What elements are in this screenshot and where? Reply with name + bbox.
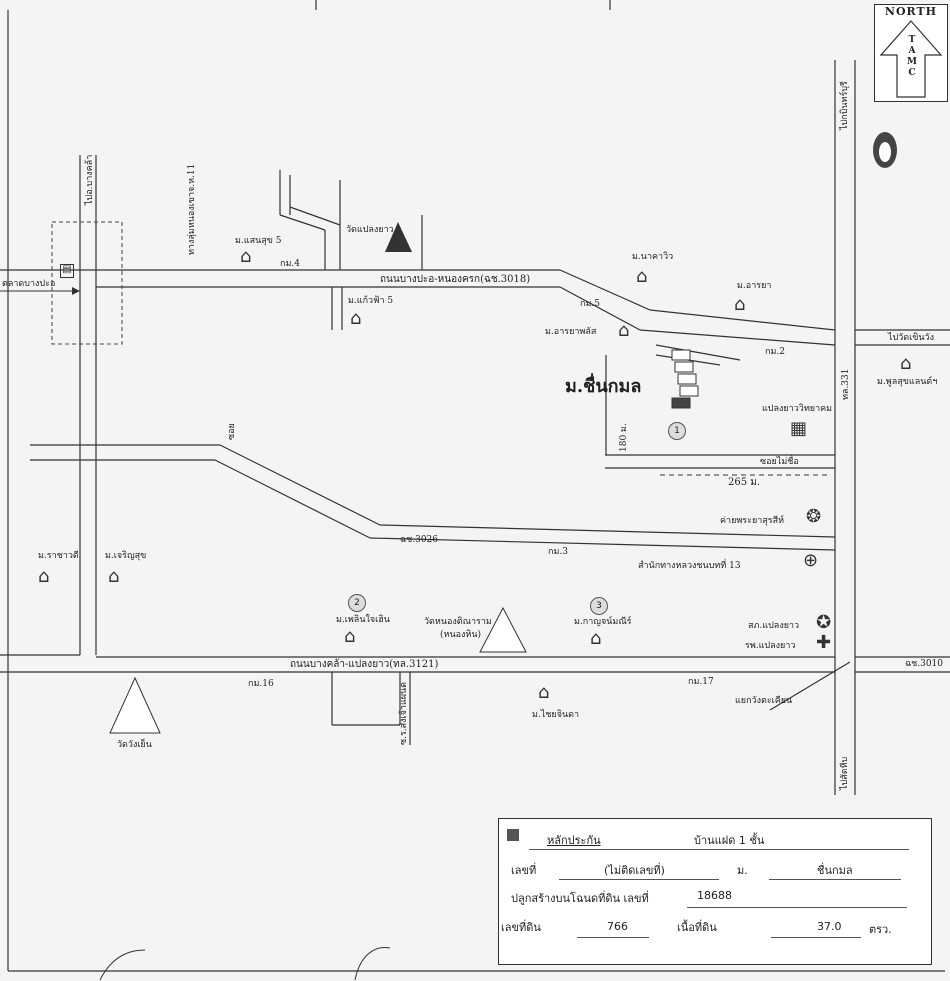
km-marker: กม.3	[548, 547, 568, 557]
target-title: ม.ชื่นกมล	[565, 376, 642, 397]
house-icon: ⌂	[38, 566, 50, 587]
target-marker-1: 1	[668, 422, 686, 440]
marker-3: 3	[590, 597, 608, 615]
info-land-no-label: เลขที่ดิน	[501, 921, 541, 934]
road-label-lane-north: ทางลุ่มหนองเขาจ.ห.11	[187, 163, 197, 255]
pagoda-icon	[109, 676, 161, 734]
compass-letters: T A M C	[907, 35, 917, 78]
office-icon: ⊕	[803, 550, 819, 571]
place-m-kaew: ม.แก้วฟ้า 5	[348, 296, 394, 306]
road-label-main-north: ถนนบางปะอ-หนองครก(ฉช.3018)	[380, 274, 531, 285]
camp-icon: ❂	[806, 506, 822, 527]
place-m-sanuk: ม.แสนสุข 5	[235, 236, 282, 246]
place-m-kanyapha: ม.กาญจน์มณีร์	[574, 617, 632, 627]
place-camp: ค่ายพระยาสุรสีห์	[720, 516, 785, 526]
place-wat-sang: วัดวังเย็น	[117, 740, 152, 750]
road-label-soi: ซอยไม่ชื่อ	[760, 457, 799, 467]
place-m-phloen: ม.เพลินใจเฮิน	[336, 615, 390, 625]
house-icon: ⌂	[240, 246, 252, 267]
info-deed-label: ปลูกสร้างบนโฉนดที่ดิน เลขที่	[511, 892, 649, 905]
info-collateral-label: หลักประกัน	[547, 834, 601, 847]
km-marker: กม.16	[248, 679, 274, 689]
place-wat-nong-sub: (หนองหิน)	[440, 630, 481, 640]
direction-phanom: ไปกบินทร์บุรี	[840, 81, 850, 130]
place-m-rachan: ม.ราชาวดี	[38, 551, 79, 561]
house-icon: ⌂	[344, 626, 356, 647]
direction-market: ตลาดบางปะอ	[2, 279, 56, 289]
hospital-cross-icon: ✚	[816, 632, 832, 653]
place-nakhon: แยกวังตะเคียน	[735, 696, 793, 706]
road-label-middle: ฉช.3026	[400, 535, 439, 545]
north-compass: NORTH T A M C	[874, 4, 948, 102]
school-building-icon: ▦	[790, 418, 808, 439]
north-arrow-icon	[879, 20, 943, 98]
place-m-arya: ม.อารยา	[737, 281, 772, 291]
pagoda-icon	[479, 606, 527, 653]
house-icon: ⌂	[734, 294, 746, 315]
direction-south: ไปสัตหีบ	[840, 756, 850, 790]
house-icon: ⌂	[590, 628, 602, 649]
km-marker: กม.17	[688, 677, 714, 687]
house-icon: ⌂	[618, 320, 630, 341]
house-icon: ⌂	[538, 682, 550, 703]
property-info-box: หลักประกัน บ้านแฝด 1 ชั้น เลขที่ (ไม่ติด…	[498, 818, 932, 965]
road-label-diag: ซอย	[227, 423, 237, 440]
info-area-unit: ตรว.	[869, 923, 892, 936]
direction-bangkla: ไปอ.บางคล้า	[85, 154, 95, 205]
place-school: แปลงยาววิทยาคม	[762, 404, 833, 414]
compass-label: NORTH	[884, 5, 938, 18]
place-m-arya-plus: ม.อารยาพลัส	[545, 327, 597, 337]
distance-main: 265 ม.	[728, 477, 761, 488]
info-area-label: เนื้อที่ดิน	[677, 921, 717, 934]
house-icon: ⌂	[900, 353, 912, 374]
place-m-charoen: ม.เจริญสุข	[105, 551, 147, 561]
info-land-no-value: 766	[607, 920, 628, 933]
info-m-label: ม.	[737, 864, 748, 877]
km-marker: กม.4	[280, 259, 300, 269]
road-label-east-hwy: ทล.331	[841, 368, 851, 401]
marker-2: 2	[348, 594, 366, 612]
house-icon: ⌂	[108, 566, 120, 587]
place-m-chai: ม.ไชยจินดา	[532, 710, 580, 720]
direction-right: ไปวัดเขินวัง	[888, 333, 934, 343]
distance-side: 180 ม.	[619, 423, 629, 452]
house-icon: ⌂	[350, 308, 362, 329]
km-marker: กม.5	[580, 299, 600, 309]
road-label-main-south: ถนนบางคล้า-แปลงยาว(ทล.3121)	[290, 659, 439, 670]
legend-mark	[507, 829, 519, 841]
house-icon: ⌂	[636, 266, 648, 287]
info-deed-value: 18688	[697, 889, 732, 902]
police-icon: ✪	[816, 612, 832, 633]
place-rp-plaeng: รพ.แปลงยาว	[745, 641, 796, 651]
road-label-lane-south: ซ.ร.ส่งเจ้าแผนด	[399, 681, 409, 745]
place-sp-plaeng: สภ.แปลงยาว	[748, 621, 800, 631]
place-wat-nong: วัดหนองติณาราม	[424, 617, 492, 627]
km-marker: กม.2	[765, 347, 785, 357]
info-number-value: (ไม่ติดเลขที่)	[604, 864, 665, 877]
market-icon: ▤	[60, 264, 74, 278]
place-office: สำนักทางหลวงชนบทที่ 13	[638, 561, 741, 571]
pagoda-icon	[385, 222, 412, 252]
info-number-label: เลขที่	[511, 864, 537, 877]
info-area-value: 37.0	[817, 920, 842, 933]
info-collateral-value: บ้านแฝด 1 ชั้น	[694, 834, 765, 847]
road-label-se: ฉช.3010	[905, 659, 944, 669]
info-village-name: ชื่นกมล	[817, 864, 853, 877]
place-wat-top: วัดแปลงยาว	[346, 225, 394, 235]
place-m-nawa: ม.นาคาวิว	[632, 252, 674, 262]
place-m-phuk: ม.พูลสุขแลนด์ฯ	[877, 377, 938, 387]
